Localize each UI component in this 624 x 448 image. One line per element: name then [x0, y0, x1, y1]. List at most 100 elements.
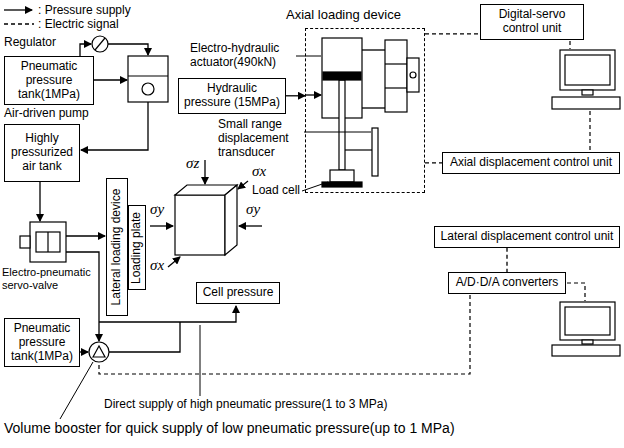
box-text: Highly pressurized air tank: [9, 132, 75, 173]
pump-symbol: [142, 83, 154, 95]
loading-plate-box: Loading plate: [128, 205, 146, 290]
actuator-drawing: [385, 40, 407, 112]
legend-entry: : Pressure supply: [38, 3, 131, 17]
actuator-drawing: [323, 72, 361, 80]
part-label: Load cell: [252, 184, 300, 198]
box-text: Digital-servo control unit: [485, 8, 579, 36]
stress-symbol: σx: [252, 163, 266, 180]
pressure-line: [80, 44, 91, 56]
actuator-drawing: [372, 128, 378, 176]
pressure-tank-box: Pneumatic pressure tank(1MPa): [4, 318, 80, 367]
air-tank-box: Highly pressurized air tank: [4, 124, 80, 182]
stress-symbol: σz: [186, 155, 199, 172]
leader-line: [304, 132, 371, 133]
stress-arrow: [168, 257, 180, 267]
legend-entry: : Electric signal: [38, 17, 119, 31]
pressure-line: [66, 235, 105, 236]
box-text: Pneumatic pressure tank(1MPa): [9, 60, 89, 101]
servo-valve-symbol: [47, 232, 48, 252]
pressure-line: [108, 44, 148, 55]
computer-icon: [560, 302, 615, 340]
pressure-line: [362, 107, 385, 108]
legend-sample: [4, 9, 32, 10]
annotation-label: Direct supply of high pneumatic pressure…: [104, 398, 387, 412]
actuator-drawing: [330, 170, 354, 182]
computer-icon: [565, 307, 610, 335]
regulator-symbol: [92, 36, 108, 52]
stress-arrow: [238, 181, 248, 189]
electric-signal-line: [589, 111, 590, 151]
pressure-line: [362, 49, 385, 50]
volume-booster-symbol: [89, 342, 109, 362]
hydraulic-supply-box: Hydraulic pressure (15MPa): [178, 78, 286, 114]
computer-icon: [560, 50, 615, 90]
volume-booster-symbol: [89, 342, 109, 362]
part-label: Regulator: [4, 36, 56, 50]
box-text: Axial displacement control unit: [447, 156, 615, 170]
stress-symbol: σy: [150, 201, 164, 218]
connector: [506, 248, 507, 272]
servo-valve-symbol: [30, 222, 66, 262]
actuator-drawing: [385, 63, 407, 64]
actuator-drawing: [410, 72, 416, 78]
specimen-cube: [175, 185, 237, 255]
leader-line: [60, 56, 371, 419]
pump-symbol: [128, 75, 168, 76]
legend-sample: [4, 23, 34, 24]
actuator-drawing: [322, 182, 362, 187]
box-text: Lateral displacement control unit: [439, 230, 615, 244]
servo-valve-symbol: [20, 236, 30, 248]
part-label: Small range displacement transducer: [218, 118, 302, 159]
computer-icon: [552, 345, 620, 356]
region-heading: Axial loading device: [286, 8, 401, 23]
stress-arrow: [150, 225, 173, 226]
actuator-drawing: [385, 87, 407, 88]
specimen-cube: [175, 195, 225, 255]
control-unit-box: Digital-servo control unit: [480, 4, 584, 40]
box-text: Cell pressure: [201, 286, 275, 300]
box-text: Hydraulic pressure (15MPa): [183, 82, 281, 110]
connector: [286, 95, 305, 96]
actuator-drawing: [345, 149, 372, 150]
cell-pressure-box: Cell pressure: [196, 282, 280, 304]
regulator-symbol: [92, 36, 108, 52]
box-text: Lateral loading device: [110, 189, 124, 306]
pump-symbol: [128, 56, 168, 102]
specimen-cube: [225, 185, 237, 255]
pressure-tank-box: Pneumatic pressure tank(1MPa): [4, 56, 94, 105]
box-text: Pneumatic pressure tank(1MPa): [9, 322, 75, 363]
box-text: Loading plate: [130, 211, 144, 283]
annotation-label: Volume booster for quick supply of low p…: [4, 420, 455, 436]
legend-text: : Pressure supply: [38, 3, 131, 17]
connector: [425, 162, 442, 163]
legend-sample: [4, 10, 34, 24]
stress-arrow: [204, 160, 205, 184]
box-text: A/D·D/A converters: [453, 276, 561, 290]
servo-valve-symbol: [20, 222, 66, 262]
pressure-line: [94, 79, 127, 80]
electric-signal-line: [99, 295, 470, 374]
servo-valve-symbol: [36, 232, 60, 252]
control-unit-box: Axial displacement control unit: [442, 152, 620, 174]
computer-icon: [552, 50, 620, 356]
leader-line: [60, 362, 93, 419]
pressure-line: [81, 102, 148, 150]
volume-booster-symbol: [93, 346, 105, 357]
electric-signal-line: [569, 41, 570, 49]
electric-signal-line: [99, 41, 590, 374]
computer-icon: [582, 340, 593, 344]
computer-icon: [552, 97, 620, 109]
part-label: Electro-pneumatic servo-valve: [2, 266, 94, 291]
actuator-drawing: [407, 58, 419, 92]
stress-arrow: [239, 225, 262, 226]
legend-text: : Electric signal: [38, 17, 119, 31]
pressure-line: [109, 322, 180, 352]
stress-symbol: σx: [150, 257, 164, 274]
loading-device-box: Lateral loading device: [106, 178, 128, 316]
actuator-drawing: [339, 80, 345, 170]
pressure-line: [305, 94, 321, 95]
leader-line: [296, 56, 321, 57]
stress-arrow: [150, 160, 262, 267]
pressure-line: [39, 182, 40, 221]
